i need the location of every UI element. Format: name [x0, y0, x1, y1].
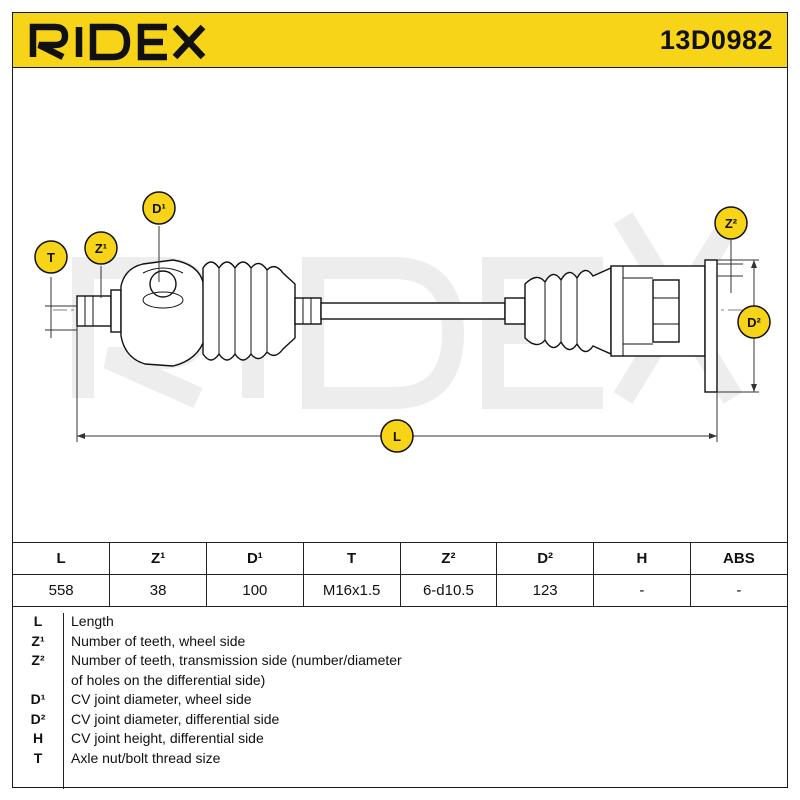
- svg-text:Z²: Z²: [725, 216, 738, 231]
- legend-key: Z¹: [31, 632, 45, 649]
- legend-text: Length: [71, 613, 114, 629]
- badge-d2: D²: [737, 305, 771, 339]
- ridex-logo: [29, 23, 206, 61]
- legend-text: Number of teeth, transmission side (numb…: [71, 652, 402, 668]
- spec-header-cell: D¹: [206, 542, 304, 575]
- svg-text:T: T: [47, 250, 55, 265]
- legend-item: Z¹ Number of teeth, wheel side: [13, 633, 787, 653]
- dimension-z2: [717, 240, 743, 293]
- svg-text:L: L: [393, 429, 401, 444]
- badge-z1: Z¹: [84, 231, 118, 265]
- inner-cv-joint: [610, 259, 718, 393]
- spec-value-cell: 123: [496, 574, 594, 607]
- spec-value-cell: 6-d10.5: [399, 574, 498, 607]
- spec-value-cell: 558: [13, 574, 111, 607]
- driveshaft-drawing: T Z¹ D¹ Z² D² L: [34, 191, 771, 453]
- axle-shaft: [294, 297, 526, 325]
- badge-z2: Z²: [714, 206, 748, 240]
- spec-value-cell: M16x1.5: [302, 574, 401, 607]
- spec-header-cell: T: [302, 542, 401, 575]
- outer-boot: [202, 261, 296, 361]
- spec-table: L Z¹ D¹ T Z² D² H ABS 558 38 100 M16x1.5…: [13, 542, 787, 607]
- svg-text:Z¹: Z¹: [95, 241, 107, 256]
- legend-text: CV joint diameter, wheel side: [71, 691, 252, 707]
- legend-text: CV joint diameter, differential side: [71, 710, 280, 727]
- inner-boot: [524, 266, 612, 356]
- spec-header-row: L Z¹ D¹ T Z² D² H ABS: [13, 542, 787, 575]
- legend-key: D²: [30, 710, 46, 727]
- wheel-stub: [76, 289, 122, 333]
- legend-item: D² CV joint diameter, differential side: [13, 711, 787, 731]
- legend-text: Axle nut/bolt thread size: [71, 749, 221, 766]
- spec-value-cell: -: [593, 574, 691, 607]
- legend-text: CV joint height, differential side: [71, 730, 264, 746]
- legend-key: Z²: [31, 652, 45, 668]
- badge-d1: D¹: [142, 191, 176, 225]
- legend-item: H CV joint height, differential side: [13, 730, 787, 750]
- svg-text:D¹: D¹: [152, 201, 166, 216]
- datasheet: 13D0982: [12, 12, 788, 789]
- header-bar: 13D0982: [13, 13, 787, 68]
- badge-l: L: [380, 419, 414, 453]
- spec-header-cell: L: [13, 542, 111, 575]
- legend-item: L Length: [13, 613, 787, 633]
- legend-item: T Axle nut/bolt thread size: [13, 750, 787, 770]
- spec-value-row: 558 38 100 M16x1.5 6-d10.5 123 - -: [13, 574, 787, 607]
- dimension-thread: [45, 277, 77, 338]
- spec-header-cell: D²: [496, 542, 594, 575]
- legend-item: of holes on the differential side): [13, 672, 787, 692]
- outer-cv-joint: [120, 259, 206, 367]
- legend-key: D¹: [30, 691, 46, 707]
- spec-header-cell: H: [593, 542, 691, 575]
- spec-value-cell: -: [689, 574, 787, 607]
- legend-text: Number of teeth, wheel side: [71, 632, 246, 649]
- spec-header-cell: ABS: [689, 542, 787, 575]
- spec-header-cell: Z²: [399, 542, 498, 575]
- spec-header-cell: Z¹: [109, 542, 207, 575]
- legend-divider: [63, 613, 64, 789]
- spec-value-cell: 100: [206, 574, 304, 607]
- part-number: 13D0982: [659, 25, 773, 55]
- legend: L Length Z¹ Number of teeth, wheel side …: [13, 613, 787, 789]
- badge-t: T: [34, 240, 68, 274]
- legend-item: D¹ CV joint diameter, wheel side: [13, 691, 787, 711]
- svg-text:D²: D²: [747, 315, 761, 330]
- legend-key: T: [33, 749, 43, 766]
- legend-item: Z² Number of teeth, transmission side (n…: [13, 652, 787, 672]
- legend-key: H: [32, 730, 44, 746]
- spec-value-cell: 38: [109, 574, 207, 607]
- legend-text: of holes on the differential side): [71, 671, 266, 688]
- legend-key: L: [33, 613, 43, 629]
